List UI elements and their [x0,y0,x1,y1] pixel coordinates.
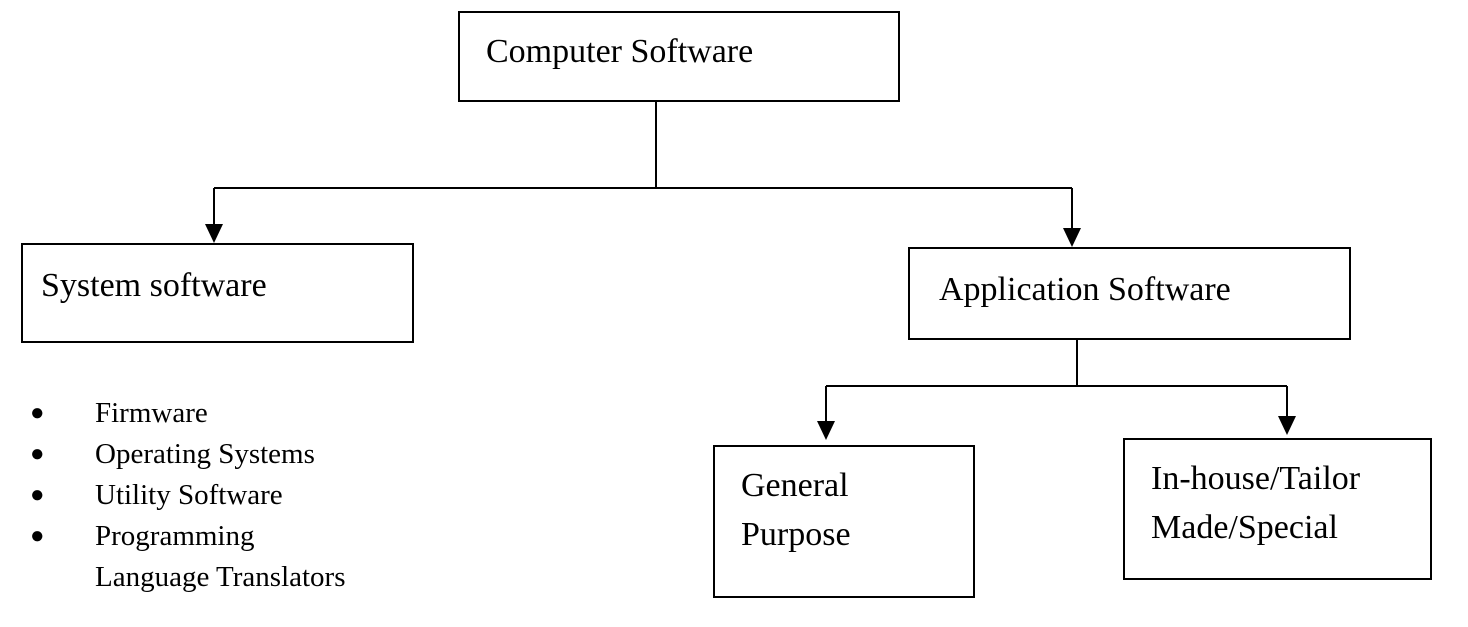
inhouse-tailor-made-label: In-house/Tailor Made/Special [1151,460,1361,547]
arrow-down-icon [817,421,835,440]
arrow-down-icon [1063,228,1081,247]
bullet-icon: ● [30,523,45,549]
inhouse-tailor-made-box: In-house/Tailor Made/Special [1123,438,1432,580]
application-software-label: Application Software [939,271,1231,308]
bullet-icon: ● [30,441,45,467]
computer-software-box: Computer Software [458,11,900,102]
bullet-icon: ● [30,482,45,508]
general-purpose-label: General Purpose [741,467,851,554]
application-software-box: Application Software [908,247,1351,340]
list-item: ● Operating Systems [30,434,365,475]
system-software-list: ● Firmware ● Operating Systems ● Utility… [30,393,365,598]
arrow-down-icon [205,224,223,243]
list-item-label: Programming Language Translators [95,520,346,593]
list-item-label: Utility Software [95,479,283,511]
system-software-label: System software [41,267,267,304]
general-purpose-box: General Purpose [713,445,975,598]
list-item-label: Firmware [95,397,208,429]
list-item: ● Utility Software [30,475,365,516]
list-item-label: Operating Systems [95,438,315,470]
list-item: ● Firmware [30,393,365,434]
bullet-icon: ● [30,400,45,426]
computer-software-label: Computer Software [486,33,754,70]
arrow-down-icon [1278,416,1296,435]
list-item: ● Programming Language Translators [30,516,365,598]
system-software-box: System software [21,243,414,343]
